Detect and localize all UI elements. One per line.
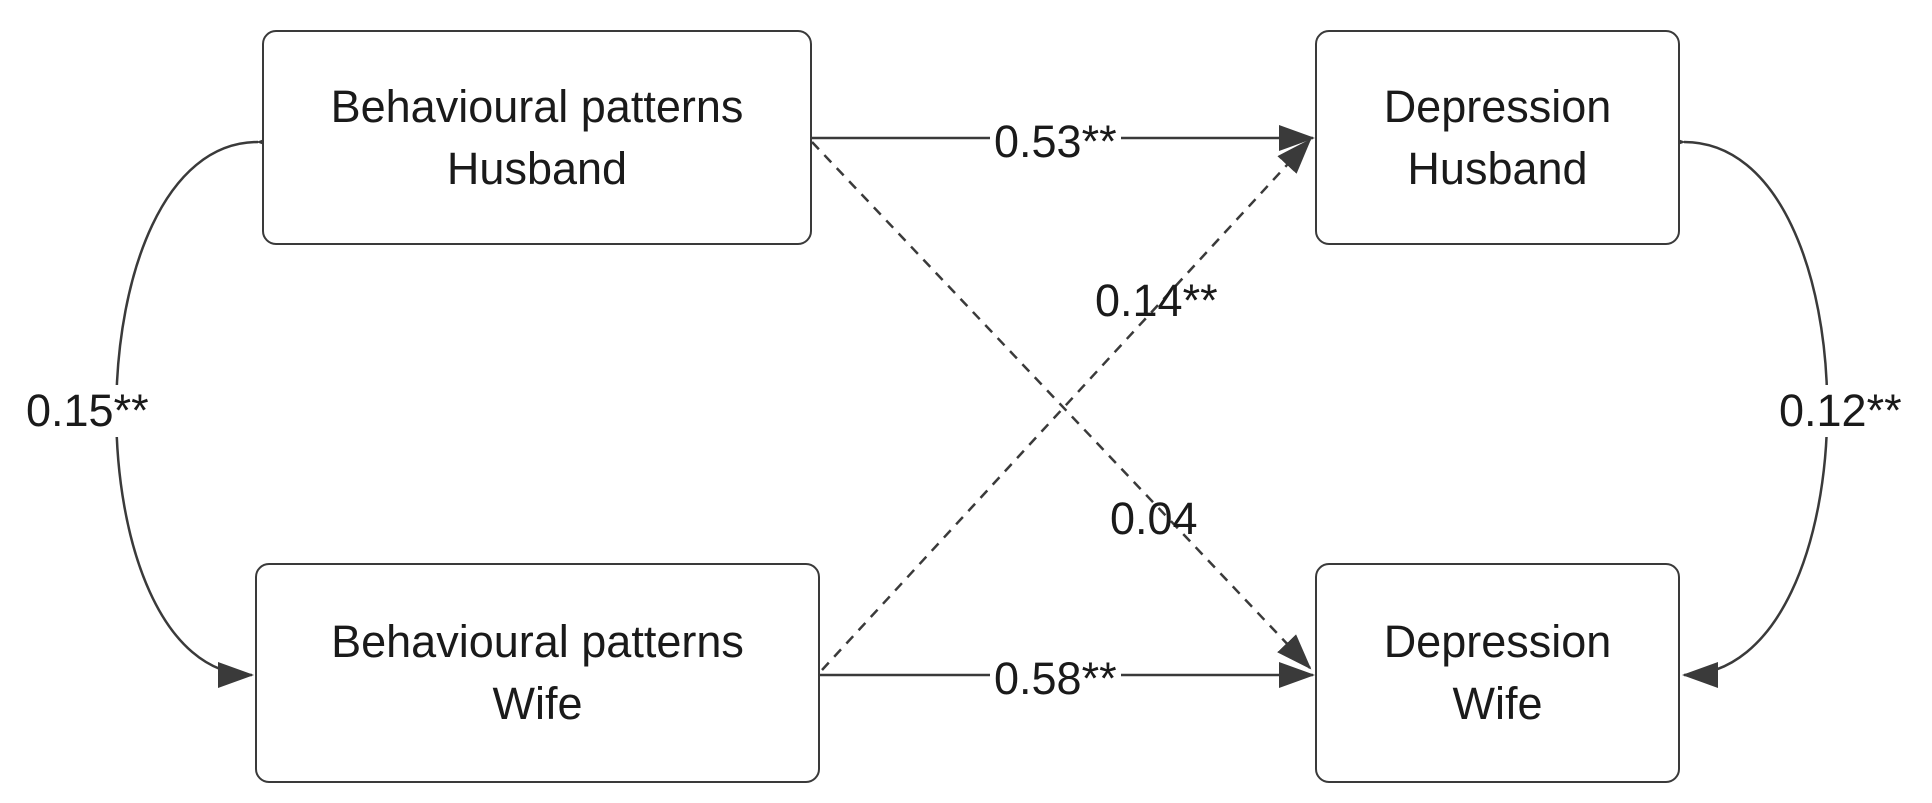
node-depression-wife: Depression Wife	[1315, 563, 1680, 783]
node-depression-husband-line1: Depression	[1383, 80, 1612, 132]
path-label-bh-dh: 0.53**	[990, 116, 1121, 168]
node-depression-wife-line2: Wife	[1452, 678, 1543, 729]
path-line-bh-dw	[811, 141, 1312, 670]
path-label-bw-dh: 0.14**	[1095, 275, 1218, 326]
node-behaviour-wife: Behavioural patterns Wife	[255, 563, 820, 783]
node-behaviour-husband-line1: Behavioural patterns	[330, 80, 744, 132]
path-label-bh-dw: 0.04	[1110, 493, 1198, 544]
node-depression-wife-line1: Depression	[1383, 616, 1612, 667]
node-depression-husband-line2: Husband	[1407, 142, 1588, 194]
node-depression-husband: Depression Husband	[1315, 30, 1680, 245]
path-line-bw-dh	[821, 138, 1312, 671]
covariance-label-behaviour: 0.15**	[22, 385, 153, 437]
covariance-label-depression: 0.12**	[1775, 385, 1906, 437]
node-behaviour-husband-line2: Husband	[446, 142, 628, 194]
node-behaviour-wife-line2: Wife	[492, 678, 583, 729]
node-behaviour-wife-line1: Behavioural patterns	[331, 616, 744, 667]
path-label-bw-dw: 0.58**	[990, 653, 1121, 705]
node-behaviour-husband: Behavioural patterns Husband	[262, 30, 812, 245]
